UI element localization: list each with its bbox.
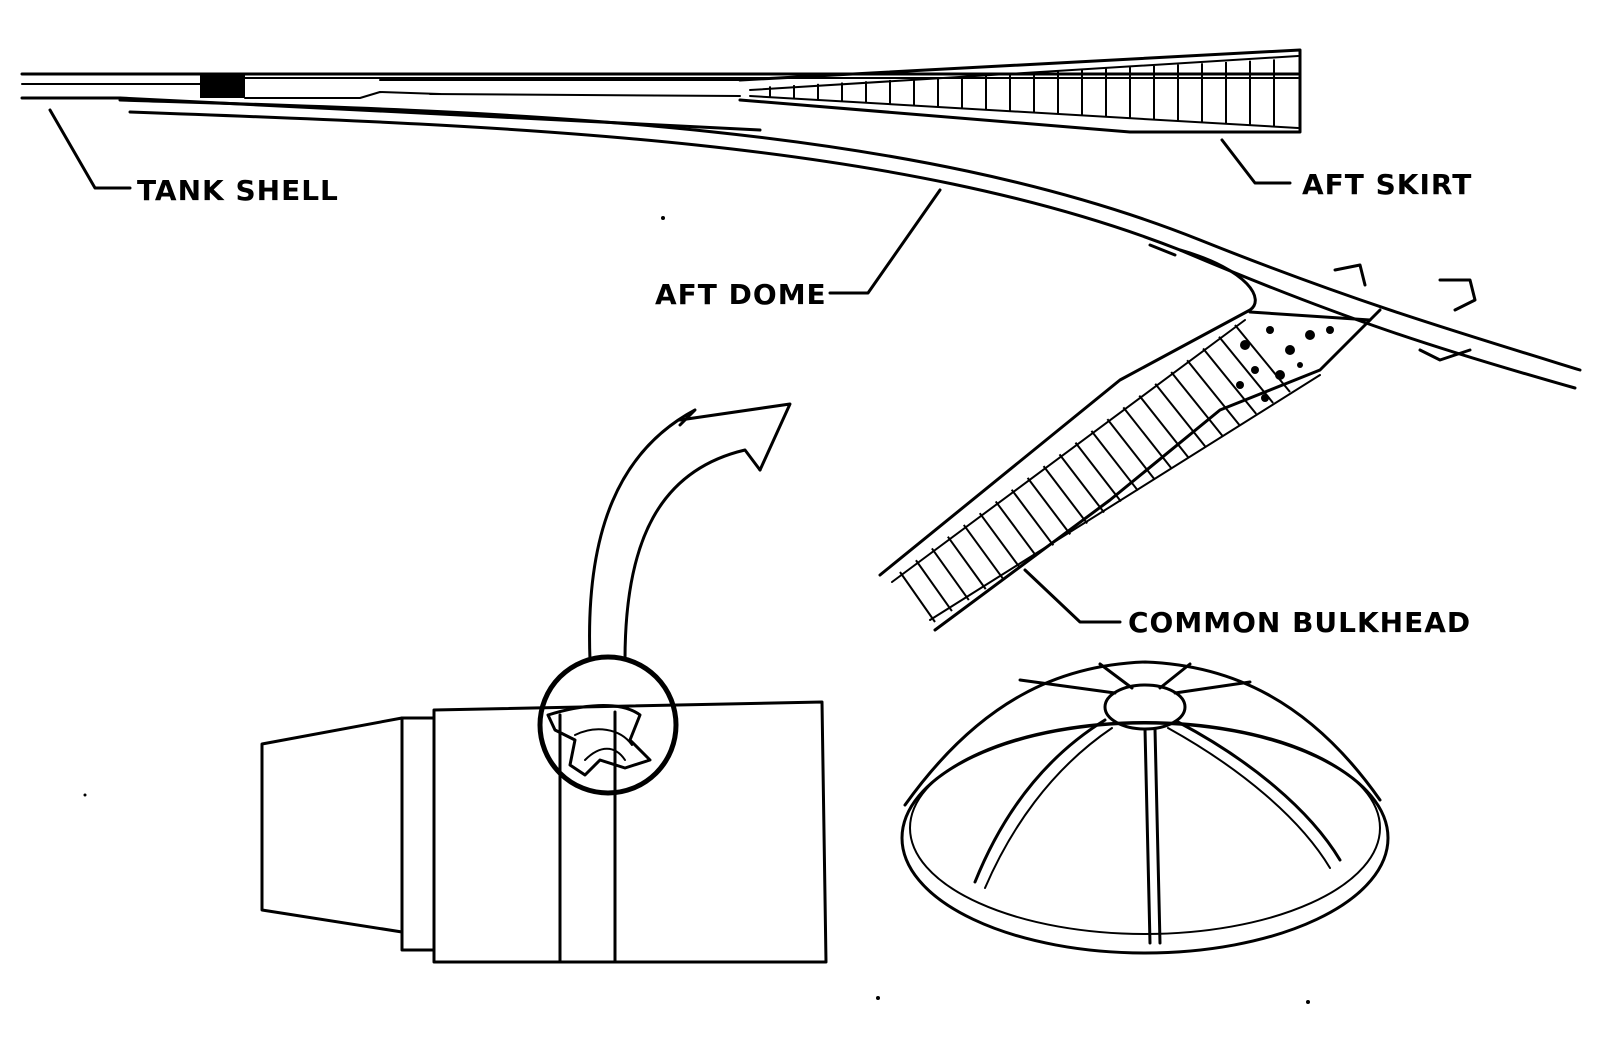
label-aft-dome: AFT DOME bbox=[655, 278, 827, 311]
honeycomb-cell-wall bbox=[899, 571, 936, 623]
aft-dome-section bbox=[118, 98, 1582, 390]
honeycomb-cell-wall bbox=[947, 536, 987, 590]
honeycomb-cell-wall bbox=[1042, 465, 1088, 525]
honeycomb-cell-wall bbox=[1010, 489, 1055, 546]
honeycomb-cell-wall bbox=[963, 524, 1004, 579]
foam-fill-dots bbox=[1236, 326, 1334, 402]
honeycomb-cell-wall bbox=[1026, 477, 1072, 535]
aft-skirt-honeycomb bbox=[769, 59, 1275, 127]
honeycomb-cell-wall bbox=[978, 512, 1021, 568]
detail-callout-circle bbox=[537, 654, 679, 796]
common-bulkhead-honeycomb bbox=[899, 324, 1291, 623]
honeycomb-cell-wall bbox=[915, 559, 953, 612]
common-bulkhead-section bbox=[878, 248, 1382, 632]
honeycomb-cell-wall bbox=[1106, 418, 1156, 481]
scan-specks bbox=[83, 216, 1310, 1004]
honeycomb-cell-wall bbox=[1058, 453, 1105, 514]
bulkhead-dome-sketch bbox=[900, 660, 1390, 955]
tank-stage-sketch bbox=[260, 654, 828, 964]
honeycomb-cell-wall bbox=[1122, 406, 1173, 470]
aft-skirt-section bbox=[738, 48, 1302, 134]
honeycomb-cell-wall bbox=[1234, 324, 1291, 393]
honeycomb-cell-wall bbox=[1090, 430, 1139, 492]
honeycomb-cell-wall bbox=[1074, 442, 1122, 503]
honeycomb-cell-wall bbox=[931, 547, 970, 601]
label-common-bulkhead: COMMON BULKHEAD bbox=[1128, 606, 1471, 639]
leader-lines bbox=[48, 108, 1292, 624]
honeycomb-cell-wall bbox=[994, 500, 1038, 557]
honeycomb-cell-wall bbox=[1138, 394, 1190, 459]
label-aft-skirt: AFT SKIRT bbox=[1302, 168, 1472, 201]
label-tank-shell: TANK SHELL bbox=[137, 174, 339, 207]
detail-pointer-arrow bbox=[588, 402, 792, 662]
honeycomb-cell-wall bbox=[1202, 347, 1257, 415]
honeycomb-cell-wall bbox=[1154, 383, 1207, 448]
honeycomb-cell-wall bbox=[1186, 359, 1241, 426]
honeycomb-cell-wall bbox=[1218, 336, 1274, 404]
honeycomb-cell-wall bbox=[1170, 371, 1224, 437]
